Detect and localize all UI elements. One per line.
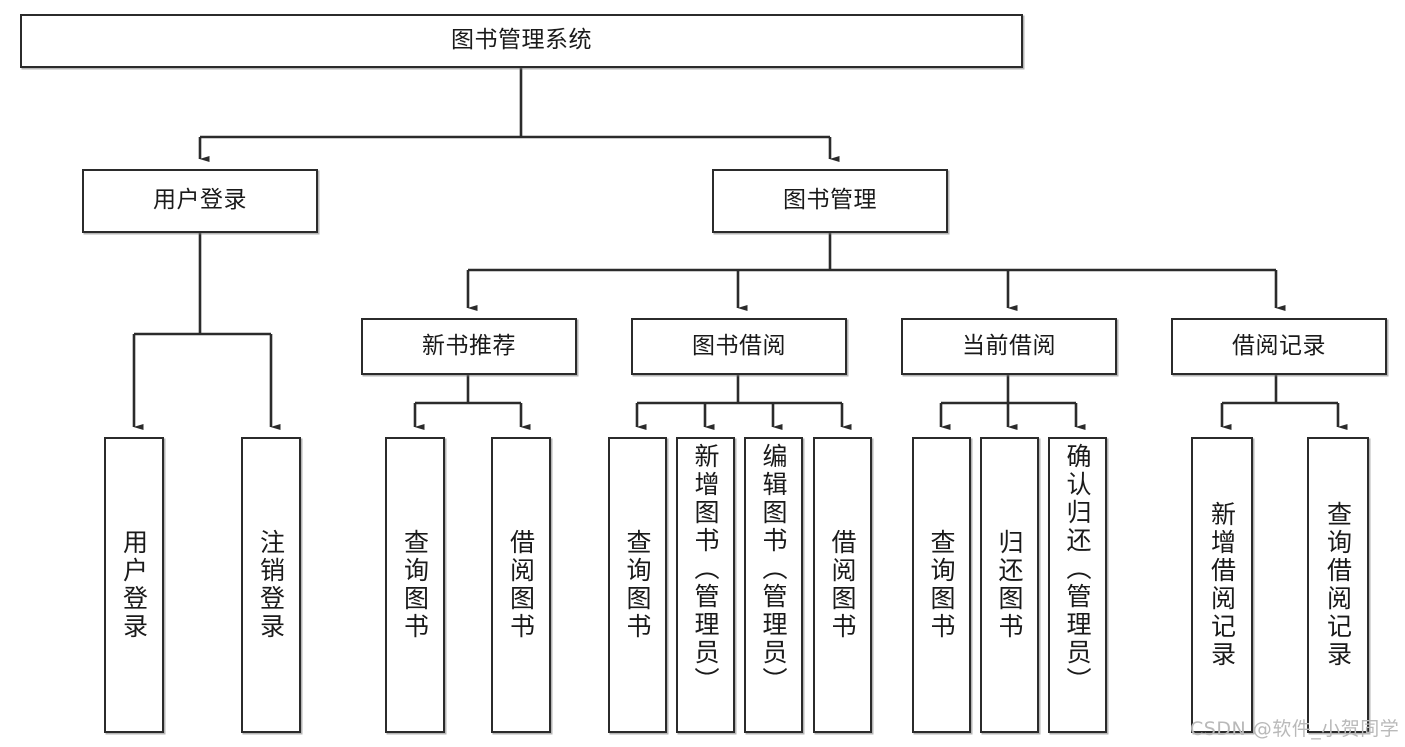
node-book-borrow-label: 图书借阅	[692, 332, 786, 359]
node-root-label: 图书管理系统	[451, 27, 592, 54]
node-leaf-edit-book-label: 编辑图书（管理员）	[759, 443, 788, 695]
node-leaf-query-record-label: 查询借阅记录	[1323, 501, 1353, 669]
node-leaf-query-book-3-label: 查询图书	[927, 529, 956, 641]
node-leaf-query-record[interactable]: 查询借阅记录	[1307, 437, 1369, 733]
node-new-book-recommend-label: 新书推荐	[422, 332, 516, 359]
node-leaf-add-record-label: 新增借阅记录	[1207, 501, 1237, 669]
node-leaf-add-record[interactable]: 新增借阅记录	[1191, 437, 1253, 733]
node-book-borrow[interactable]: 图书借阅	[631, 318, 847, 375]
node-borrow-record-label: 借阅记录	[1232, 332, 1326, 359]
node-leaf-add-book-label: 新增图书（管理员）	[691, 443, 720, 695]
node-leaf-confirm-return[interactable]: 确认归还（管理员）	[1048, 437, 1107, 733]
node-borrow-record[interactable]: 借阅记录	[1171, 318, 1387, 375]
watermark-text: CSDN @软件_小贺同学	[1190, 718, 1400, 740]
node-leaf-edit-book[interactable]: 编辑图书（管理员）	[744, 437, 803, 733]
node-leaf-query-book-1[interactable]: 查询图书	[385, 437, 445, 733]
node-new-book-recommend[interactable]: 新书推荐	[361, 318, 577, 375]
node-current-borrow-label: 当前借阅	[962, 332, 1056, 359]
node-leaf-query-book-3[interactable]: 查询图书	[912, 437, 971, 733]
node-leaf-borrow-book-2-label: 借阅图书	[828, 529, 857, 641]
node-leaf-add-book[interactable]: 新增图书（管理员）	[676, 437, 735, 733]
node-user-login-label: 用户登录	[153, 187, 247, 214]
node-leaf-user-login[interactable]: 用户登录	[104, 437, 164, 733]
node-leaf-logout-login-label: 注销登录	[256, 529, 286, 641]
node-book-manage[interactable]: 图书管理	[712, 169, 948, 233]
node-leaf-query-book-1-label: 查询图书	[400, 529, 430, 641]
node-current-borrow[interactable]: 当前借阅	[901, 318, 1117, 375]
node-leaf-query-book-2-label: 查询图书	[623, 529, 652, 641]
node-root[interactable]: 图书管理系统	[20, 14, 1023, 68]
node-leaf-borrow-book-1[interactable]: 借阅图书	[491, 437, 551, 733]
node-leaf-logout-login[interactable]: 注销登录	[241, 437, 301, 733]
node-book-manage-label: 图书管理	[783, 187, 877, 214]
node-leaf-query-book-2[interactable]: 查询图书	[608, 437, 667, 733]
node-leaf-borrow-book-2[interactable]: 借阅图书	[813, 437, 872, 733]
node-user-login[interactable]: 用户登录	[82, 169, 318, 233]
node-leaf-return-book[interactable]: 归还图书	[980, 437, 1039, 733]
node-leaf-confirm-return-label: 确认归还（管理员）	[1063, 443, 1092, 695]
node-leaf-user-login-label: 用户登录	[119, 529, 149, 641]
node-leaf-borrow-book-1-label: 借阅图书	[506, 529, 536, 641]
node-leaf-return-book-label: 归还图书	[995, 529, 1024, 641]
